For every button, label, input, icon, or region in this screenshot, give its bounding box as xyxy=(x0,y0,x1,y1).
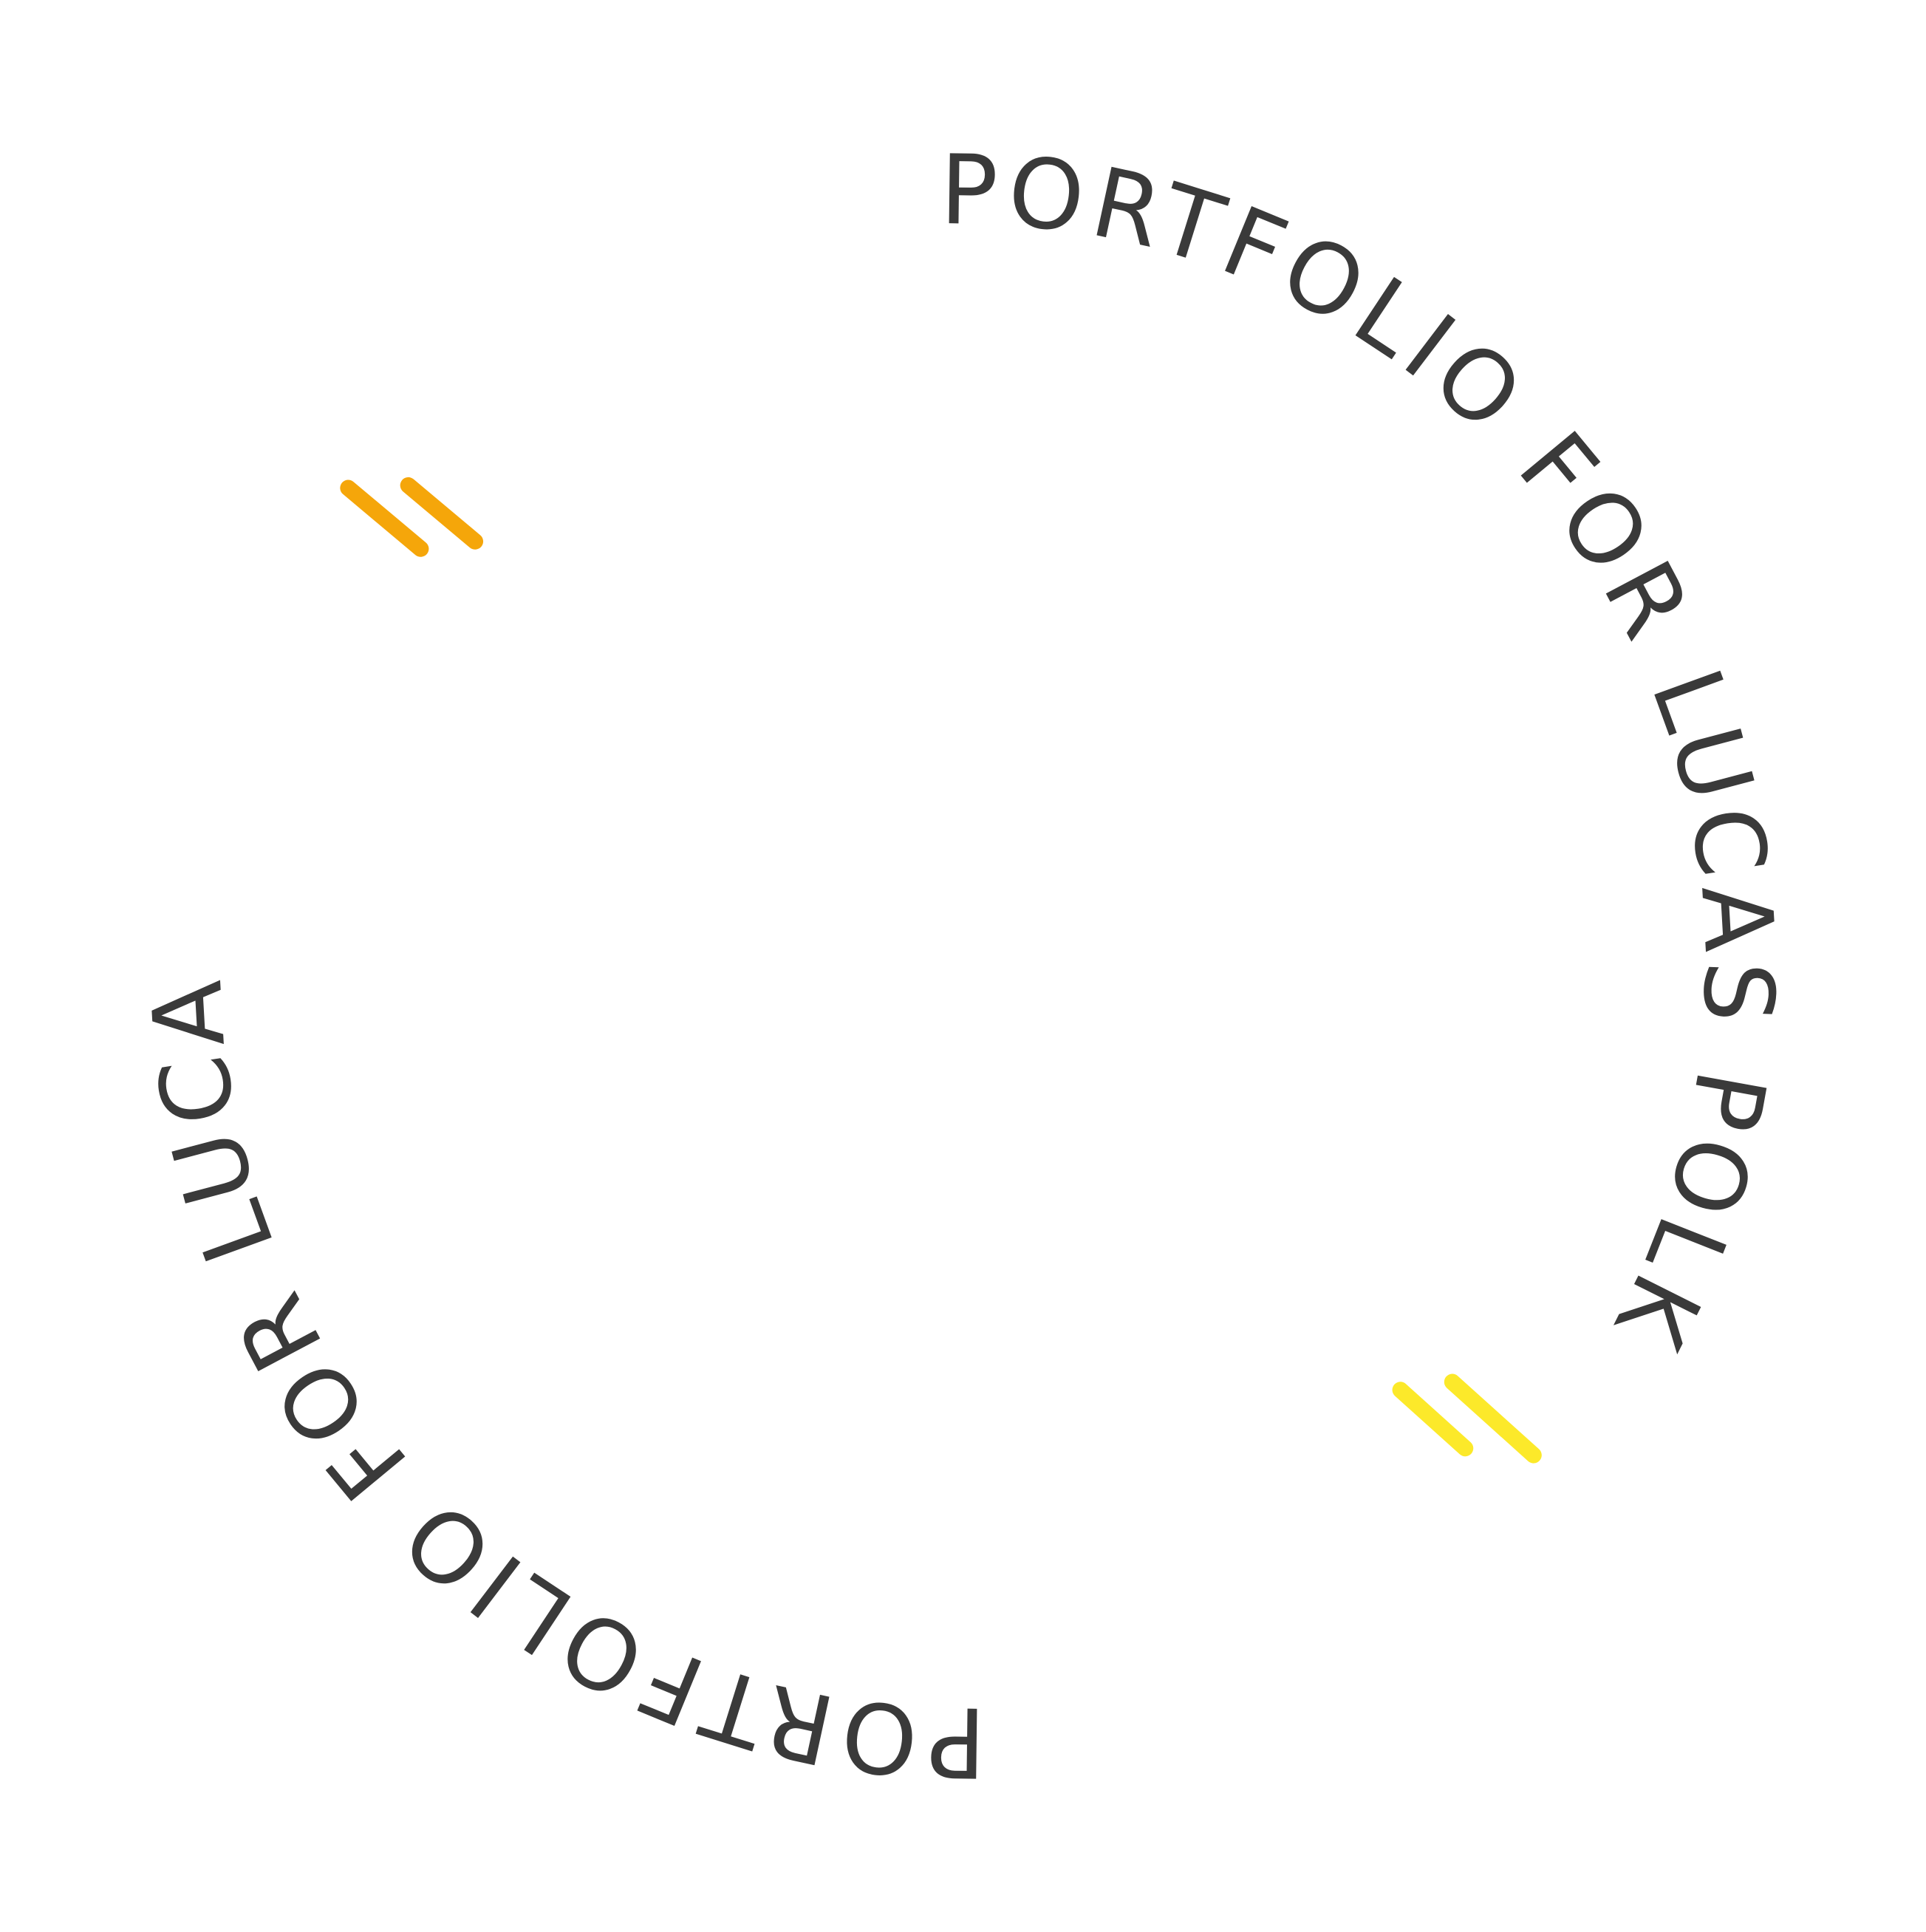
double-slash-mark-icon-orange xyxy=(340,477,484,557)
yellow-slash-long xyxy=(1444,1373,1542,1464)
yellow-slash-short xyxy=(1392,1382,1474,1457)
orange-slash-short xyxy=(400,477,484,550)
orange-slash-long xyxy=(340,479,429,557)
double-slash-mark-icon-yellow xyxy=(1392,1373,1542,1464)
